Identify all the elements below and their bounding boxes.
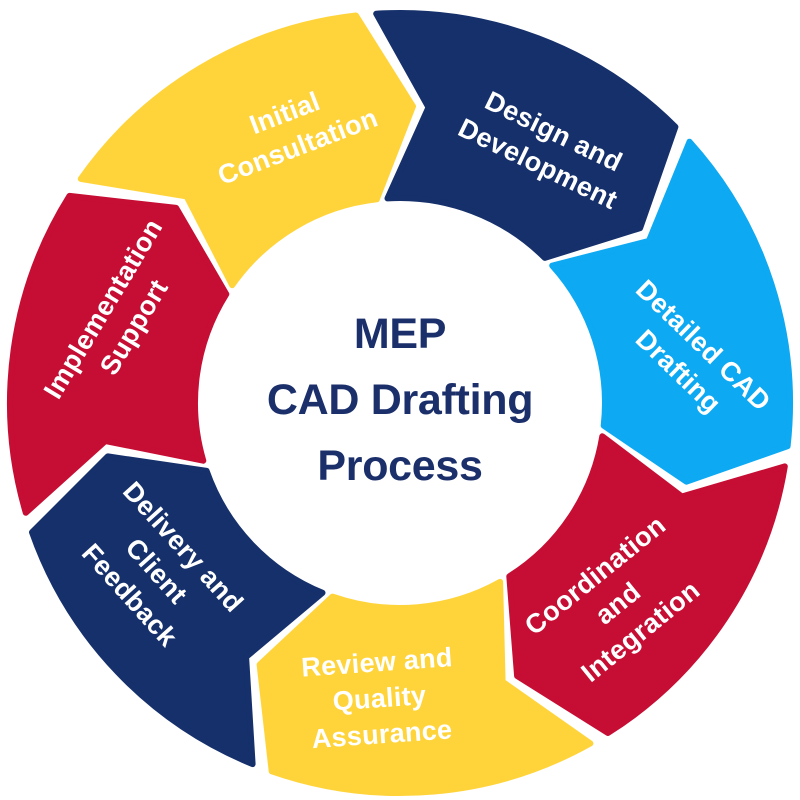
- segment-arrow-implementation-support: [7, 192, 230, 516]
- segment-label-line: Quality: [332, 680, 427, 716]
- segments-layer: [7, 10, 793, 796]
- center-title-line: Process: [317, 442, 482, 490]
- segment-arrow-detailed-cad-drafting: [549, 138, 793, 485]
- segment-arrow-initial-consultation: [77, 12, 416, 289]
- segment-arrow-review-and-quality-assurance: [256, 578, 594, 796]
- center-title-line: MEP: [354, 310, 446, 358]
- segment-arrow-design-and-development: [373, 10, 679, 261]
- segment-arrow-coordination-and-integration: [506, 433, 788, 736]
- center-title-line: CAD Drafting: [267, 376, 533, 424]
- segment-arrow-delivery-and-client-feedback: [29, 453, 326, 768]
